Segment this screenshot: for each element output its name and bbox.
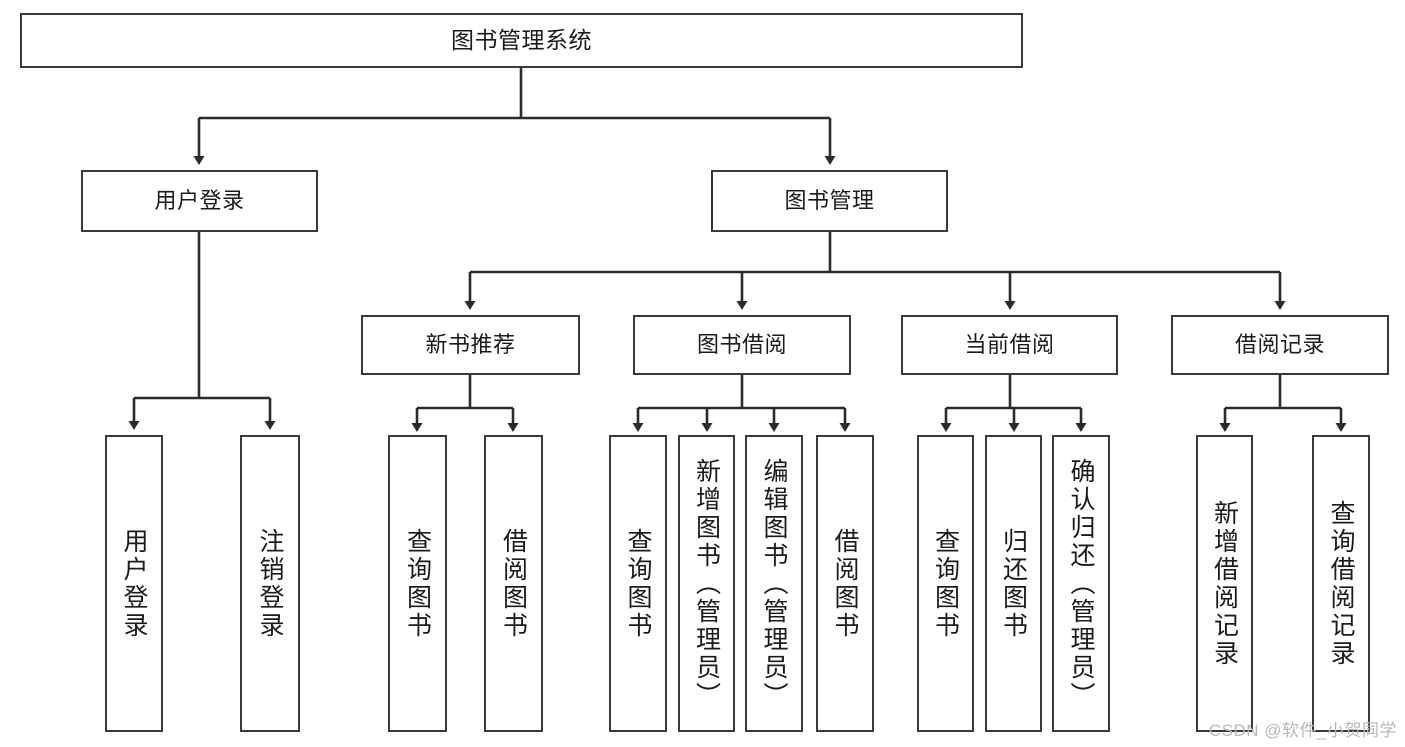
node-leaf-query-borrow-record-label: 查询借阅记录 xyxy=(1327,499,1355,668)
node-borrow-record[interactable]: 借阅记录 xyxy=(1171,315,1389,375)
node-root-label: 图书管理系统 xyxy=(451,26,592,53)
node-current-borrow[interactable]: 当前借阅 xyxy=(901,315,1118,375)
node-leaf-query-book-current[interactable]: 查询图书 xyxy=(917,435,974,732)
node-leaf-logout-login-label: 注销登录 xyxy=(256,527,284,640)
node-leaf-user-login-label: 用户登录 xyxy=(120,527,148,640)
node-book-manage[interactable]: 图书管理 xyxy=(711,170,948,232)
node-leaf-logout-login[interactable]: 注销登录 xyxy=(240,435,300,732)
watermark-text: CSDN @软件_小贺同学 xyxy=(1208,721,1397,740)
node-leaf-query-borrow-record[interactable]: 查询借阅记录 xyxy=(1312,435,1370,732)
node-current-borrow-label: 当前借阅 xyxy=(964,332,1055,358)
node-leaf-query-book-rec-label: 查询图书 xyxy=(403,527,432,640)
node-borrow-record-label: 借阅记录 xyxy=(1234,332,1325,358)
node-book-borrow-label: 图书借阅 xyxy=(696,332,787,358)
node-user-login-label: 用户登录 xyxy=(154,188,245,214)
node-leaf-add-book-label: 新增图书（管理员） xyxy=(692,457,721,710)
node-root[interactable]: 图书管理系统 xyxy=(20,13,1023,68)
node-leaf-query-book-borrow[interactable]: 查询图书 xyxy=(609,435,667,732)
node-user-login[interactable]: 用户登录 xyxy=(81,170,318,232)
node-leaf-borrow-book-rec[interactable]: 借阅图书 xyxy=(484,435,543,732)
node-leaf-edit-book[interactable]: 编辑图书（管理员） xyxy=(745,435,803,732)
node-leaf-user-login[interactable]: 用户登录 xyxy=(105,435,163,732)
node-leaf-edit-book-label: 编辑图书（管理员） xyxy=(760,457,788,710)
node-leaf-query-book-rec[interactable]: 查询图书 xyxy=(388,435,447,732)
node-leaf-return-book-label: 归还图书 xyxy=(999,527,1028,640)
node-leaf-confirm-return-label: 确认归还（管理员） xyxy=(1067,457,1095,710)
node-new-book-rec-label: 新书推荐 xyxy=(425,332,516,358)
node-leaf-add-borrow-record-label: 新增借阅记录 xyxy=(1210,499,1239,668)
node-leaf-return-book[interactable]: 归还图书 xyxy=(985,435,1042,732)
node-leaf-confirm-return[interactable]: 确认归还（管理员） xyxy=(1052,435,1110,732)
node-leaf-borrow-book-label: 借阅图书 xyxy=(831,527,859,640)
node-leaf-query-book-current-label: 查询图书 xyxy=(931,527,960,640)
node-leaf-query-book-borrow-label: 查询图书 xyxy=(624,527,652,640)
node-leaf-add-book[interactable]: 新增图书（管理员） xyxy=(678,435,735,732)
node-leaf-add-borrow-record[interactable]: 新增借阅记录 xyxy=(1196,435,1253,732)
node-book-manage-label: 图书管理 xyxy=(784,188,875,214)
node-leaf-borrow-book[interactable]: 借阅图书 xyxy=(816,435,874,732)
node-new-book-rec[interactable]: 新书推荐 xyxy=(361,315,580,375)
node-book-borrow[interactable]: 图书借阅 xyxy=(633,315,851,375)
node-leaf-borrow-book-rec-label: 借阅图书 xyxy=(499,527,528,640)
